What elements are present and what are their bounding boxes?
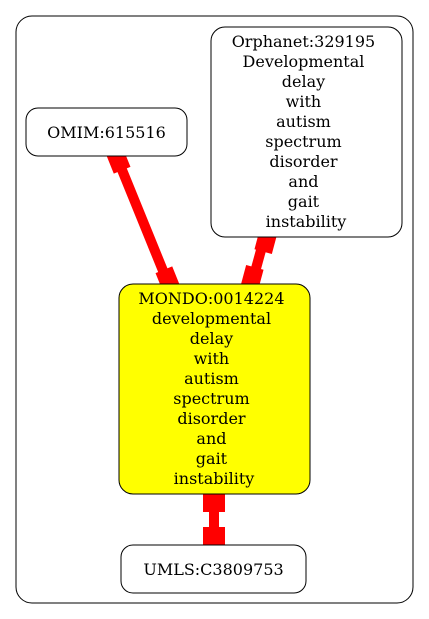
node-mondo-line: spectrum <box>173 389 249 408</box>
node-umls-box <box>120 544 307 594</box>
node-mondo-box <box>118 283 311 495</box>
node-mondo-line: autism <box>184 369 239 388</box>
node-orphanet-line: with <box>286 92 322 111</box>
cluster-frame <box>15 15 414 604</box>
node-umls-line: UMLS:C3809753 <box>143 560 283 579</box>
edge-mondo-umls <box>203 490 225 549</box>
node-orphanet-line: spectrum <box>265 132 341 151</box>
node-omim-label: OMIM:615516 <box>47 123 166 142</box>
node-umls: UMLS:C3809753 <box>120 544 307 594</box>
node-orphanet: Orphanet:329195 Developmental delay with… <box>210 26 403 238</box>
node-mondo-line: gait <box>196 449 228 468</box>
node-mondo-line: delay <box>190 329 233 348</box>
node-mondo-line: disorder <box>177 409 246 428</box>
node-orphanet-box <box>210 26 403 238</box>
node-orphanet-line: disorder <box>269 152 338 171</box>
node-orphanet-line: and <box>288 172 318 191</box>
node-omim-line: OMIM:615516 <box>47 123 166 142</box>
node-orphanet-line: gait <box>288 192 320 211</box>
node-orphanet-line: delay <box>282 72 325 91</box>
node-mondo-label: MONDO:0014224 developmental delay with a… <box>138 289 289 488</box>
node-umls-label: UMLS:C3809753 <box>143 560 283 579</box>
node-mondo-line: developmental <box>152 309 271 328</box>
node-mondo: MONDO:0014224 developmental delay with a… <box>118 283 311 495</box>
node-mondo-line: MONDO:0014224 <box>138 289 284 308</box>
node-orphanet-line: autism <box>276 112 331 131</box>
node-mondo-line: and <box>196 429 226 448</box>
node-orphanet-label: Orphanet:329195 Developmental delay with… <box>232 32 381 231</box>
node-omim-box <box>25 107 188 157</box>
node-omim: OMIM:615516 <box>25 107 188 157</box>
node-mondo-line: with <box>194 349 230 368</box>
node-mondo-line: instability <box>174 469 255 488</box>
node-orphanet-line: Orphanet:329195 <box>232 32 376 51</box>
node-orphanet-line: Developmental <box>243 52 365 71</box>
edge-omim-mondo <box>105 146 181 294</box>
node-orphanet-line: instability <box>266 212 347 231</box>
